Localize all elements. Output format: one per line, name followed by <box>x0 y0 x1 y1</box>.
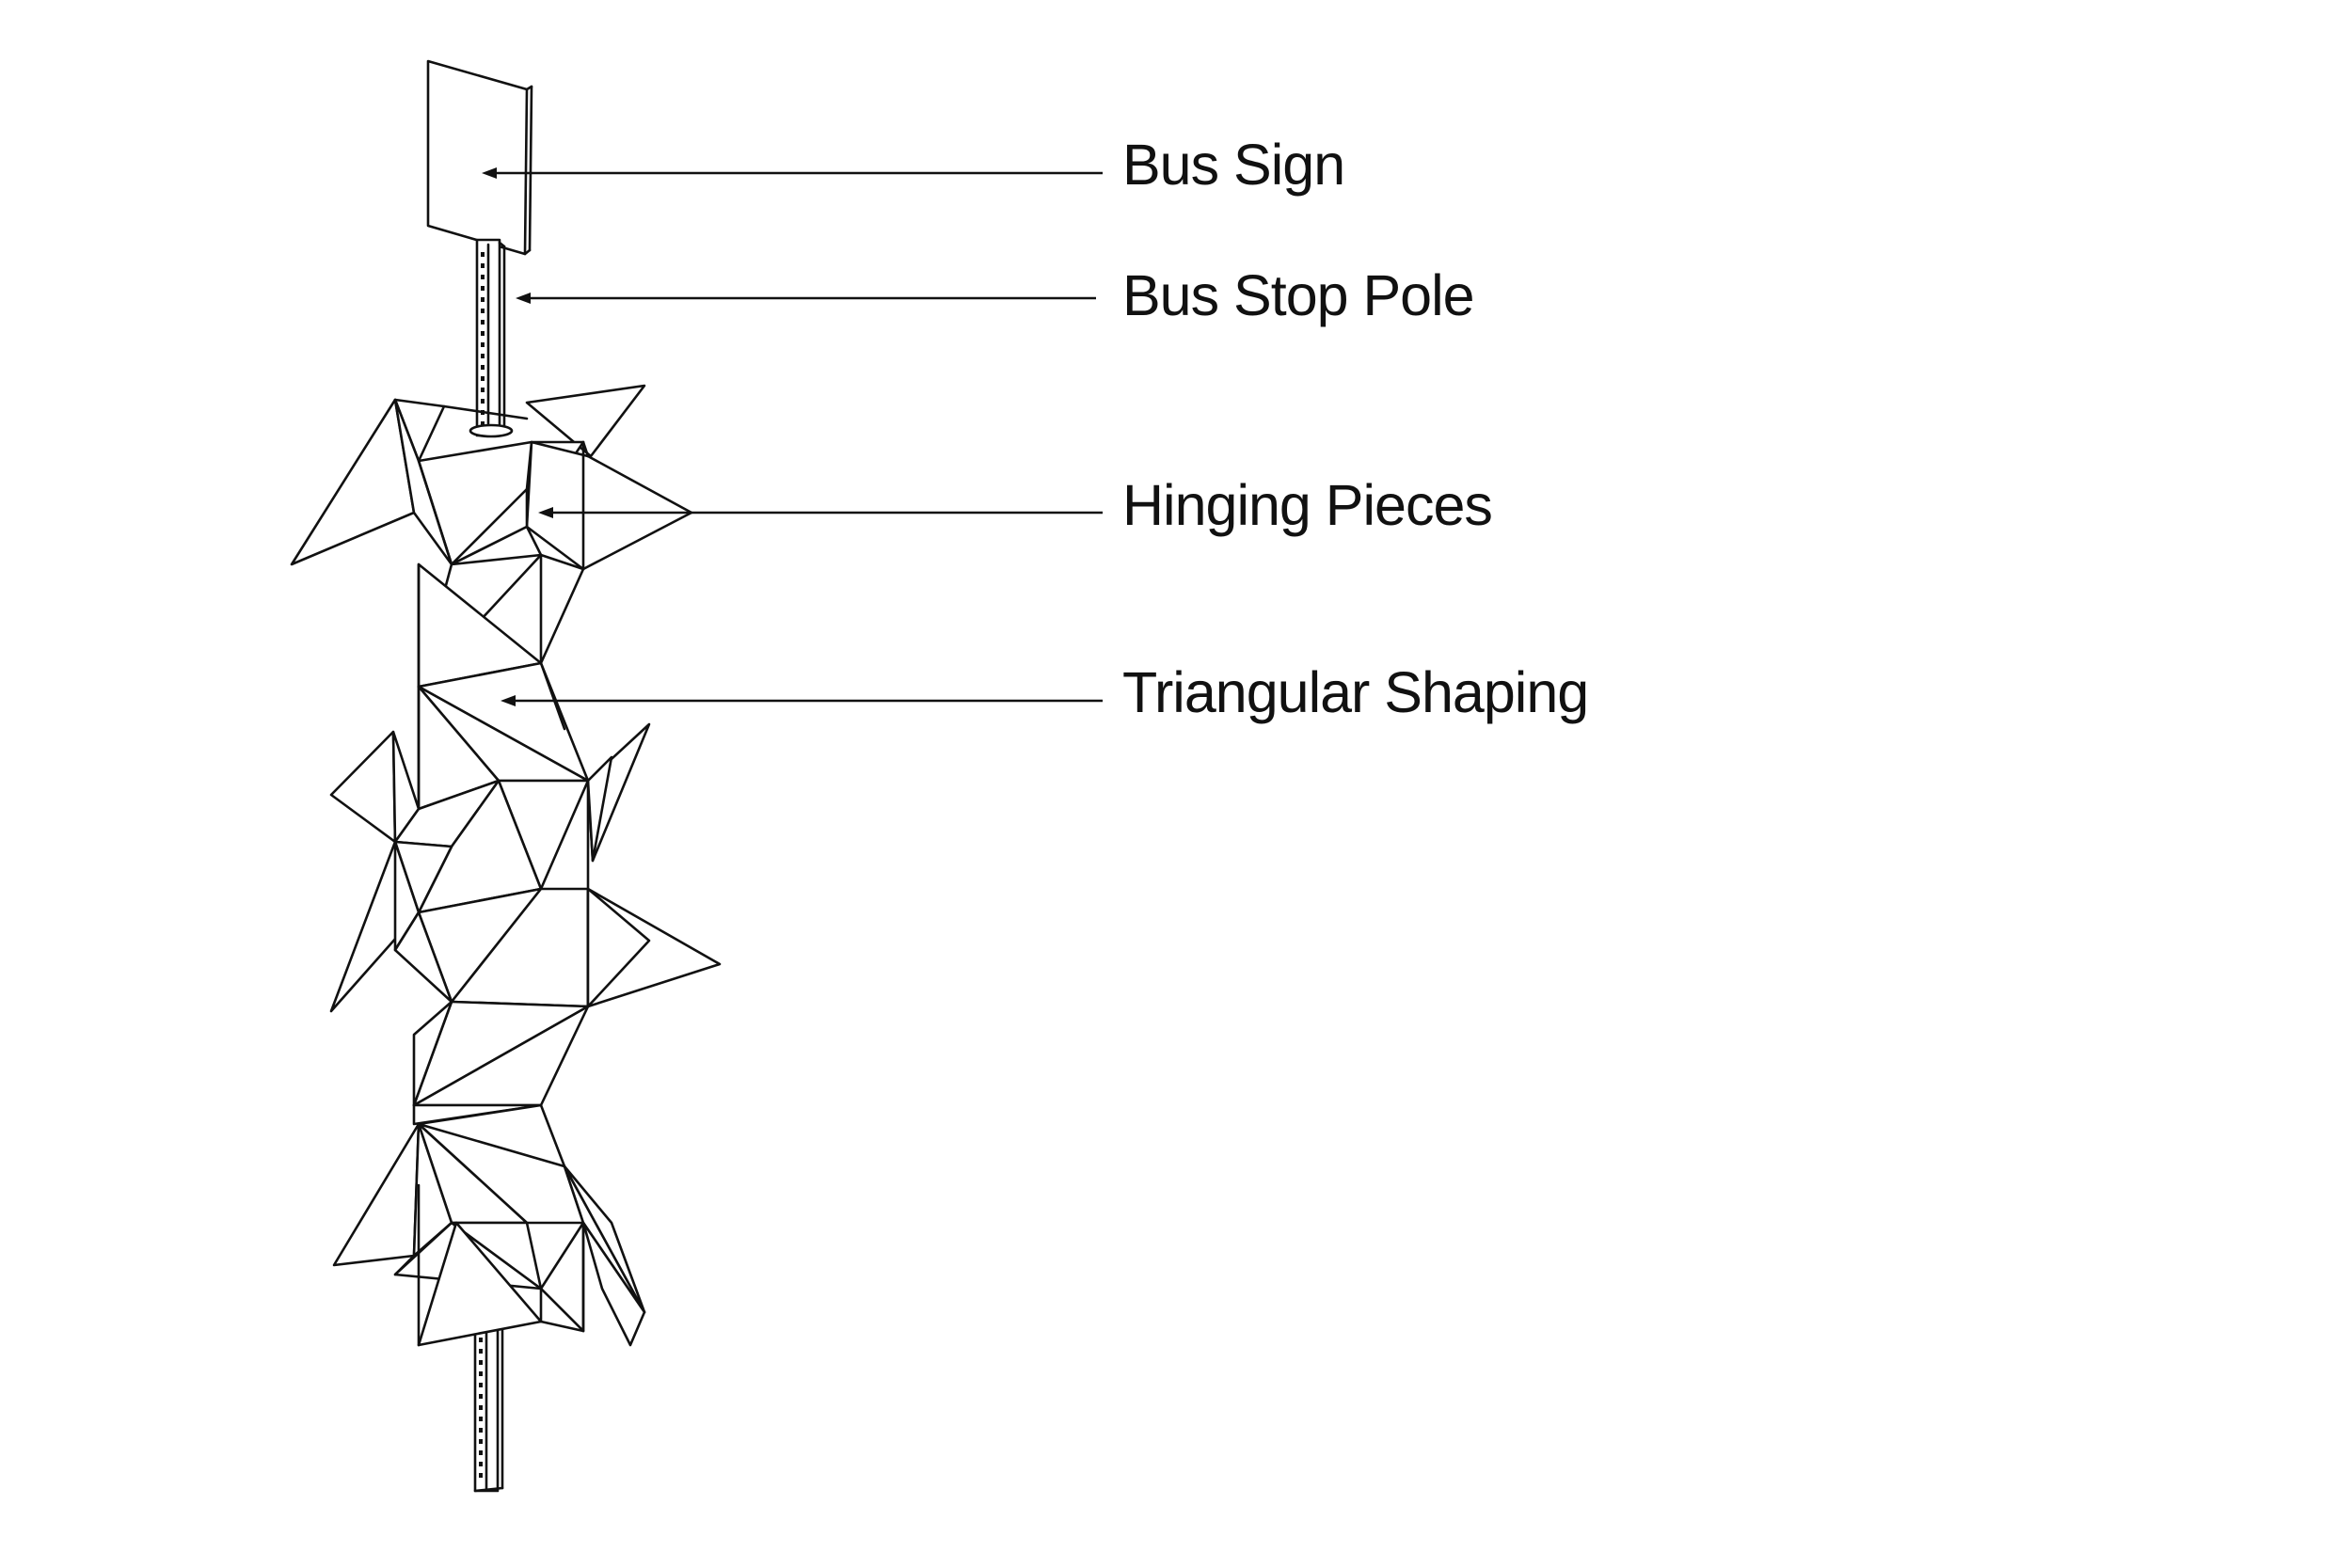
pole-hole <box>481 365 485 370</box>
leader-triangular-shaping <box>501 695 1103 706</box>
pole-hole <box>481 275 485 279</box>
label-bus-sign: Bus Sign <box>1122 133 1344 197</box>
pole-hole <box>481 399 485 404</box>
pole-hole <box>479 1428 483 1433</box>
pole-hole <box>479 1450 483 1455</box>
label-hinging-pieces: Hinging Pieces <box>1122 473 1492 537</box>
triangular-sculpture <box>290 384 722 1347</box>
pole-hole <box>481 354 485 358</box>
pole-hole <box>481 342 485 347</box>
pole-hole <box>479 1349 483 1354</box>
pole-hole <box>479 1473 483 1478</box>
pole-hole <box>479 1439 483 1444</box>
pole-hole <box>479 1394 483 1399</box>
pole-holes-upper <box>481 252 485 426</box>
pole-hole <box>481 309 485 313</box>
pole-hole <box>479 1371 483 1376</box>
label-triangular-shaping: Triangular Shaping <box>1122 660 1588 724</box>
pole-hole <box>479 1338 483 1342</box>
bus-stop-pole-upper <box>469 238 514 438</box>
pole-hole <box>481 263 485 268</box>
pole-hole <box>479 1417 483 1421</box>
leader-bus-stop-pole <box>516 293 1096 304</box>
pole-hole <box>481 297 485 302</box>
bus-stop-pole-lower <box>473 1315 504 1493</box>
pole-hole <box>481 376 485 381</box>
pole-hole <box>481 286 485 291</box>
pole-hole <box>479 1405 483 1410</box>
pole-hole <box>481 388 485 392</box>
pole-hole <box>481 331 485 336</box>
pole-hole <box>481 252 485 257</box>
pole-hole <box>481 320 485 325</box>
pole-hole <box>479 1383 483 1387</box>
pole-hole <box>481 421 485 426</box>
leader-bus-sign <box>482 167 1103 179</box>
leader-hinging-pieces <box>538 507 1103 518</box>
bus-sign-panel <box>426 59 533 256</box>
pole-hole <box>479 1360 483 1365</box>
pole-hole <box>479 1462 483 1466</box>
label-bus-stop-pole: Bus Stop Pole <box>1122 263 1474 327</box>
